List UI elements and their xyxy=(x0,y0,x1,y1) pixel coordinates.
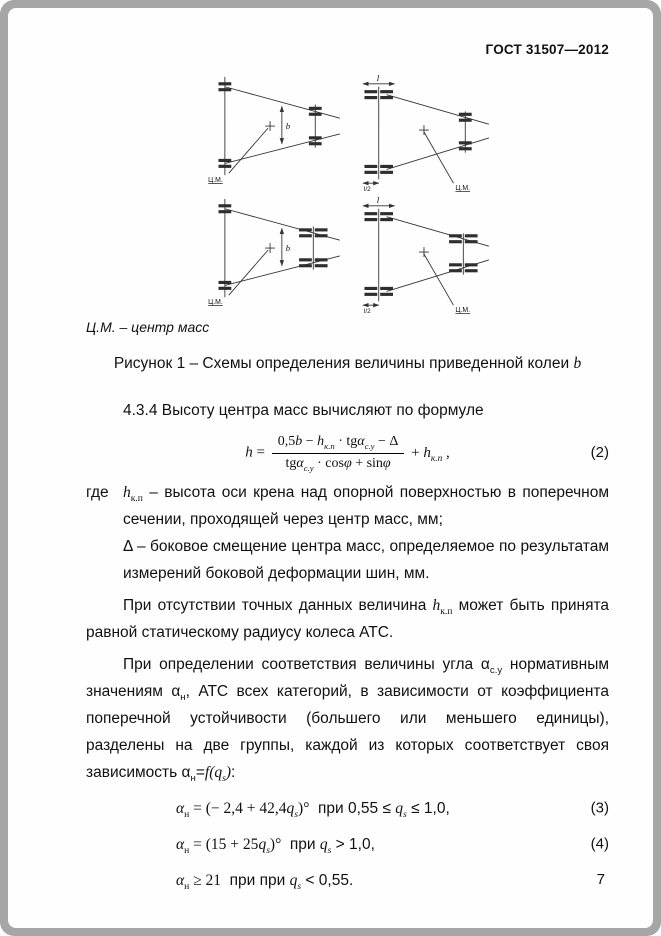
half-spacing-label: l/2 xyxy=(363,308,370,315)
figure-caption: Рисунок 1 – Схемы определения величины п… xyxy=(113,355,582,372)
dual-spacing-l-label: l xyxy=(376,73,379,83)
formula-2-number: (2) xyxy=(590,444,609,462)
formula-2-denominator: tgαс.у · cosφ + sinφ xyxy=(285,455,391,473)
where-label: где xyxy=(86,483,109,501)
where-item-hkp: hк.п – высота оси крена над опорной пове… xyxy=(123,483,609,528)
center-of-mass-label: Ц.М. xyxy=(455,307,470,314)
diagram-dual-single: l l/2 Ц.М. xyxy=(361,73,489,193)
track-b-label: b xyxy=(285,121,290,131)
figure-legend: Ц.М. – центр масс xyxy=(86,319,210,335)
formula-3-number: (3) xyxy=(590,799,609,817)
paragraph-4-3-4: 4.3.4 Высоту центра масс вычисляют по фо… xyxy=(123,402,484,419)
formula-3-expression: αн = (− 2,4 + 42,4qs)° при 0,55 ≤ qs ≤ 1… xyxy=(176,799,450,820)
figure-1-diagrams: Ц.М. b l l/2 Ц.М. xyxy=(86,73,609,315)
formula-2-tail: + hк.п , xyxy=(407,444,450,464)
diagram-single-single: Ц.М. b xyxy=(208,76,340,184)
formula-3: αн = (− 2,4 + 42,4qs)° при 0,55 ≤ qs ≤ 1… xyxy=(86,795,609,822)
diagram-dual-dual: l l/2 Ц.М. xyxy=(361,195,489,315)
track-b-label: b xyxy=(285,243,290,253)
paragraph-note: При отсутствии точных данных величина hк… xyxy=(86,596,610,641)
formula-4-expression: αн = (15 + 25qs)° при qs > 1,0, xyxy=(176,835,375,856)
standard-number: ГОСТ 31507—2012 xyxy=(485,42,609,57)
where-item-delta: Δ – боковое смещение центра масс, опреде… xyxy=(123,537,609,582)
diagram-single-dual: Ц.М. b xyxy=(208,198,340,306)
dual-spacing-l-label: l xyxy=(376,195,379,205)
formula-5: αн ≥ 21 при при qs < 0,55. xyxy=(86,867,609,894)
center-of-mass-label: Ц.М. xyxy=(208,299,223,306)
formula-4: αн = (15 + 25qs)° при qs > 1,0, (4) xyxy=(86,831,609,858)
half-spacing-label: l/2 xyxy=(363,186,370,193)
formula-2-lhs: h = xyxy=(245,444,269,461)
formula-2-numerator: 0,5b − hк.п · tgαс.у − Δ xyxy=(271,434,405,454)
where-block: где hк.п – высота оси крена над опорной … xyxy=(86,479,609,587)
page-number: 7 xyxy=(596,871,605,888)
paragraph-groups: При определении соответствия величины уг… xyxy=(86,655,609,784)
formula-4-number: (4) xyxy=(590,835,609,853)
formula-5-expression: αн ≥ 21 при при qs < 0,55. xyxy=(176,871,354,892)
document-page: ГОСТ 31507—2012 xyxy=(8,8,653,928)
center-of-mass-label: Ц.М. xyxy=(208,177,223,184)
center-of-mass-label: Ц.М. xyxy=(455,185,470,192)
